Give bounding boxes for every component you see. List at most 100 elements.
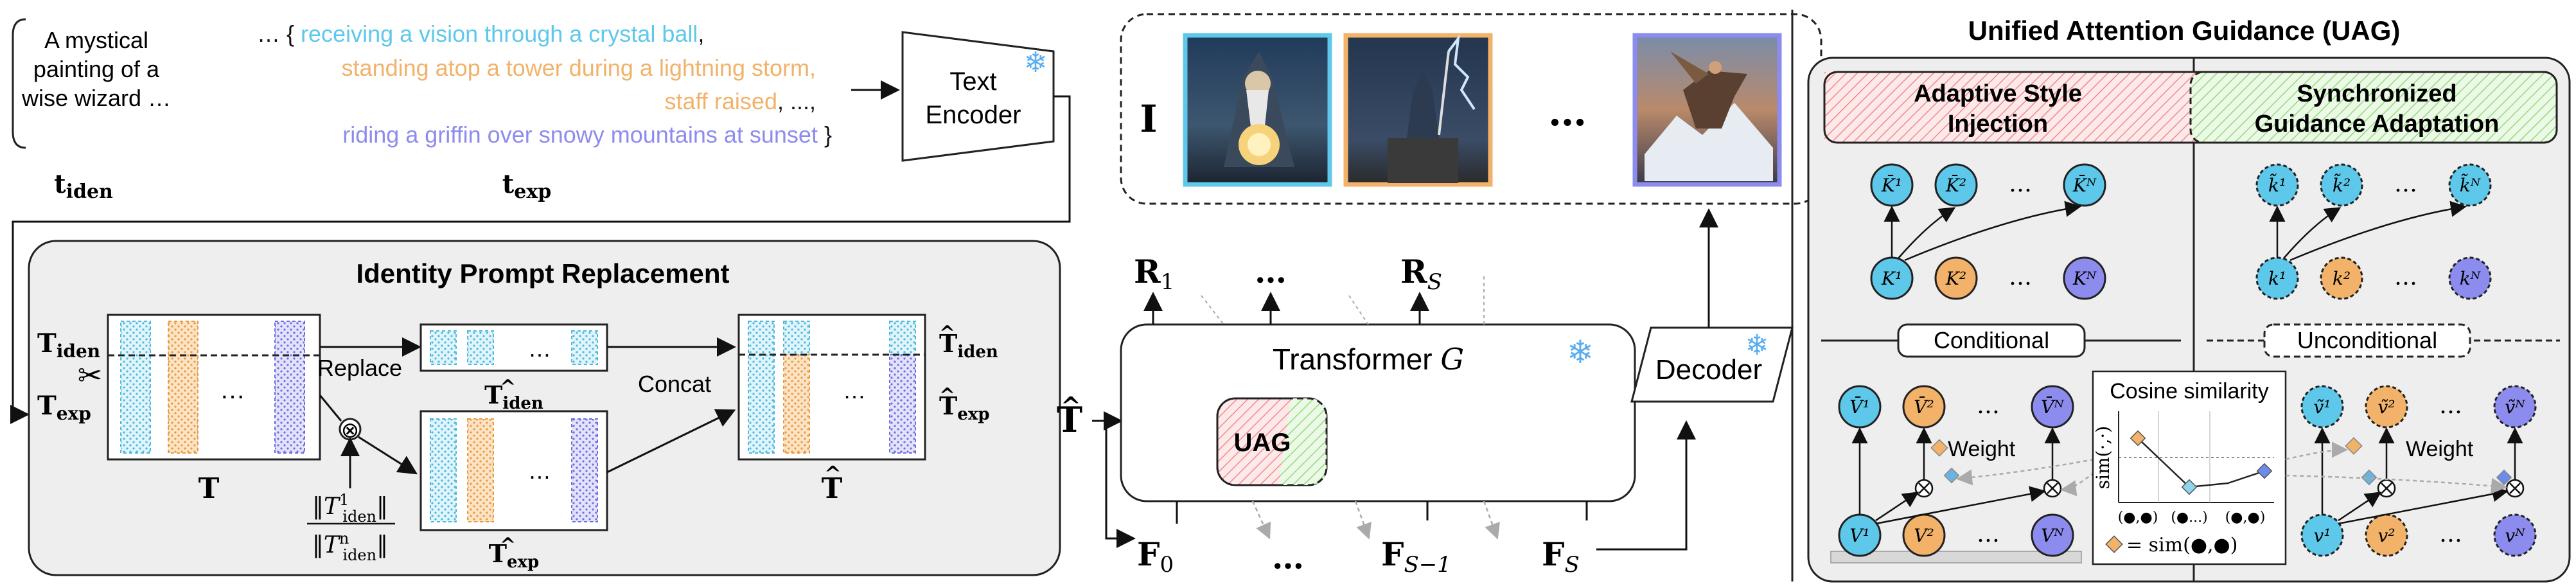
svg-text:(●,●): (●,●) [2225,510,2266,526]
svg-text:K̄¹: K̄¹ [1881,174,1902,196]
svg-text:UAG: UAG [1234,429,1291,457]
ipr-title: Identity Prompt Replacement [356,258,729,289]
svg-text:^: ^ [939,384,955,407]
svg-text:…: … [1977,521,2000,547]
v-row: V¹ V² … Vᴺ [1838,513,2074,557]
exp-line-2: standing atop a tower during a lightning… [342,55,816,81]
svg-text:ṽ¹: ṽ¹ [2313,396,2331,418]
unconditional-box [2263,323,2471,358]
image-2 [1343,33,1493,187]
exp-line-1: … { receiving a vision through a crystal… [257,21,704,47]
conditional-box [1897,323,2086,358]
text-encoder: Text Encoder [901,31,1055,162]
svg-text:K¹: K¹ [1881,268,1902,289]
v-tilde-bar-row: ṽ¹ ṽ² … ṽᴺ [2300,385,2537,429]
svg-text:ṽ²: ṽ² [2378,396,2395,418]
svg-text:…: … [2394,264,2417,290]
matrix-That-exp-ellipsis: … [528,457,551,484]
t-exp-label: texp [502,169,551,203]
svg-text:V²: V² [1914,525,1934,546]
svg-text:Cosine similarity: Cosine similarity [2110,379,2269,404]
svg-text:kᴺ: kᴺ [2460,268,2481,289]
svg-text:k̃ᴺ: k̃ᴺ [2460,173,2481,196]
image-set-label: I [1140,97,1157,141]
iden-text-line-3: wise wizard … [21,85,171,111]
t-iden-label: tiden [54,169,113,203]
uag-panel [1807,57,2571,583]
matrix-T-ellipsis: … [220,376,245,404]
svg-text:^: ^ [500,376,516,398]
sga-title-line1: Synchronized [2297,80,2457,107]
weight-label-left: Weight [1948,437,2016,461]
uag-panel-title: Unified Attention Guidance (UAG) [1968,15,2401,46]
image-1 [1183,33,1332,187]
svg-text:k¹: k¹ [2268,268,2286,289]
FS-label: FS [1542,535,1580,578]
asi-header [1824,72,2203,143]
svg-text:Decoder: Decoder [1655,354,1762,386]
replace-label: Replace [317,355,402,381]
snowflake-icon: ❄ [1745,330,1769,361]
svg-text:ṽᴺ: ṽᴺ [2505,396,2525,418]
exp-line-3: staff raised, ..., [665,88,816,114]
FS1-label: FS−1 [1381,535,1451,578]
svg-text:v²: v² [2378,525,2395,546]
conditional-label: Conditional [1934,327,2049,353]
svg-text:…: … [2439,393,2462,419]
unconditional-label: Unconditional [2297,327,2437,353]
uag-block: UAG [1216,397,1328,486]
multiply-symbol: ⊗ [341,418,360,443]
That-exp-right: Texp [939,391,990,424]
k-bar-row: K̄¹ K̄² … K̄ᴺ [1870,163,2106,207]
RS-label: RS [1400,253,1442,295]
matrix-That-iden-ellipsis: … [528,335,551,362]
svg-text:…: … [2394,171,2417,197]
v-bar-row: V̄¹ V̄² … V̄ᴺ [1838,385,2074,429]
svg-text:…: … [2009,171,2032,197]
svg-text:vᴺ: vᴺ [2505,525,2525,546]
matrix-That-ellipsis: … [843,377,866,404]
svg-text:k̃¹: k̃¹ [2268,173,2286,196]
svg-text:= sim(●,●): = sim(●,●) [2126,534,2237,556]
cosine-similarity-inset: Cosine similarity sim(·,·) (●,●) (●...) … [2092,370,2287,565]
svg-text:V̄¹: V̄¹ [1849,396,1869,418]
decoder: Decoder [1630,326,1794,403]
F-ellipsis: … [1272,538,1304,576]
svg-text:V̄²: V̄² [1914,396,1934,418]
svg-text:…: … [2439,521,2462,547]
asi-title-line1: Adaptive Style [1914,80,2082,107]
svg-text:Vᴺ: Vᴺ [2041,525,2064,546]
scissors-icon: ✂ [78,359,103,392]
That-exp-caption: Texp [489,539,540,572]
svg-text:k²: k² [2333,268,2351,289]
svg-text:^: ^ [824,461,842,486]
image-3 [1632,33,1782,187]
svg-text:K̄²: K̄² [1945,174,1966,196]
svg-text:…: … [1977,393,2000,419]
weight-label-right: Weight [2406,437,2474,461]
k-tilde-bar-row: k̃¹ k̃² … k̃ᴺ [2255,163,2492,207]
concat-label: Concat [638,371,711,397]
svg-text:…: … [2009,264,2032,290]
That-iden-caption: Tiden [484,380,543,413]
matrix-That-label: T [822,472,843,505]
svg-text:^: ^ [1061,391,1081,420]
T-iden-label: Tiden [37,328,100,362]
sga-title-line2: Guidance Adaptation [2255,111,2500,138]
svg-text:(●...): (●...) [2171,510,2207,526]
transformer-title: Transformer G [1273,342,1464,377]
images-ellipsis: … [1548,90,1587,135]
svg-text:k̃²: k̃² [2333,173,2351,196]
svg-text:V¹: V¹ [1849,525,1869,546]
exp-line-4: riding a griffin over snowy mountains at… [342,121,832,148]
iden-text-line-2: painting of a [33,56,160,82]
T-exp-label: Texp [37,391,91,424]
svg-text:Kᴺ: Kᴺ [2072,268,2097,289]
R1-label: R1 [1134,253,1174,295]
T-hat-input-label: T [1057,399,1082,440]
asi-title-line2: Injection [1948,111,2048,138]
snowflake-icon: ❄ [1567,334,1594,370]
svg-text:v¹: v¹ [2313,525,2331,546]
